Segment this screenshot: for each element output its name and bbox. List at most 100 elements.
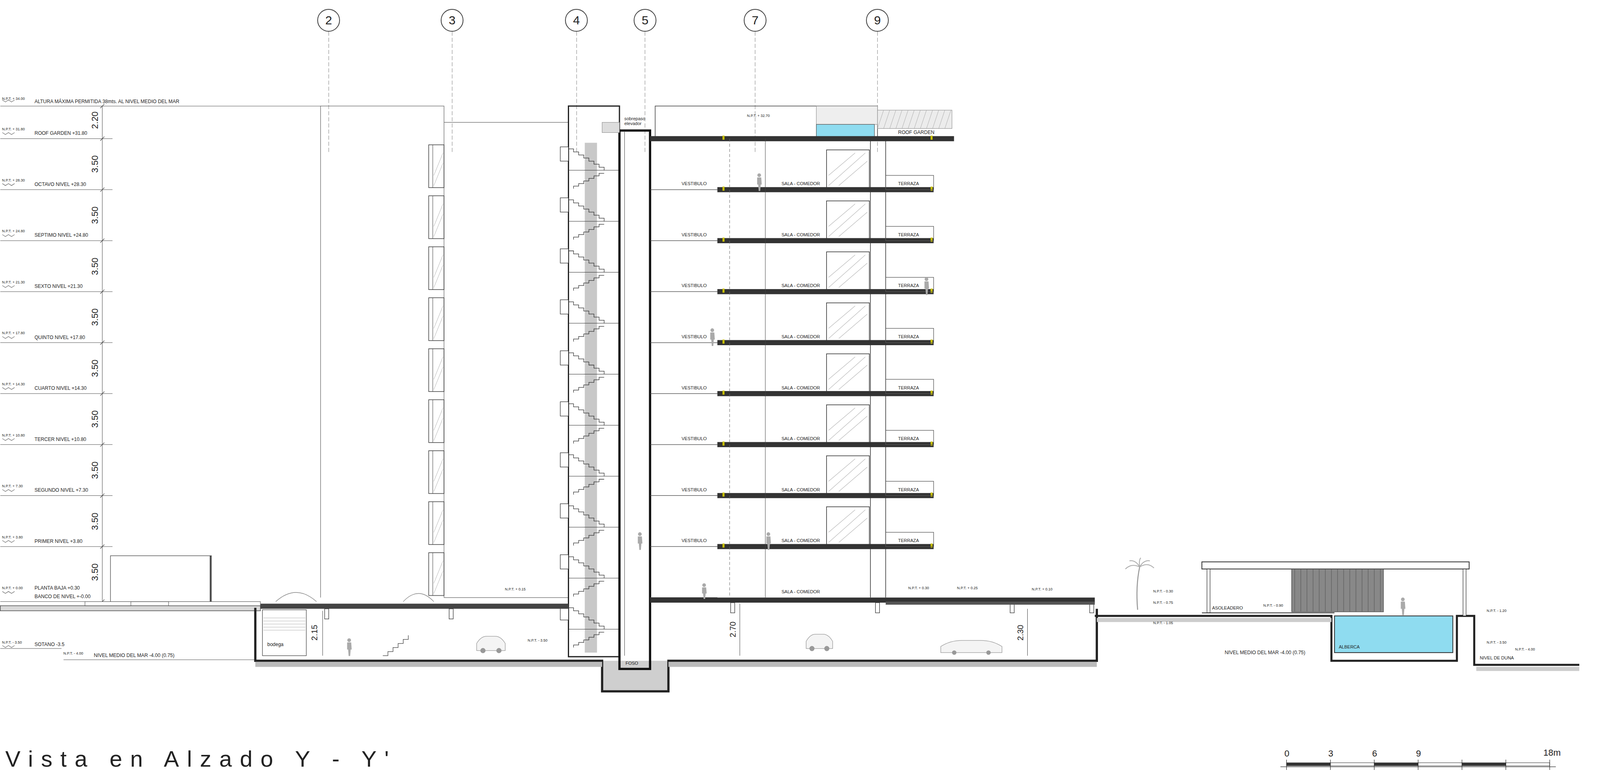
window-frame: [432, 348, 434, 392]
edge-mark: [722, 135, 725, 140]
edge-mark: [722, 186, 725, 191]
edge-mark: [722, 288, 725, 293]
glass-hatch: [433, 316, 444, 339]
stair-landing: [560, 452, 569, 468]
car-wheel: [809, 646, 815, 652]
drawing-title: Vista en Alzado Y - Y': [5, 746, 397, 772]
curb: [168, 601, 261, 607]
dimension-tick: [100, 238, 105, 243]
stair-flight: [568, 556, 605, 579]
louver: [1331, 569, 1332, 612]
level-symbol: [2, 285, 15, 288]
annotation-label: VESTIBULO: [681, 436, 707, 442]
dimension-value: 2.15: [309, 625, 319, 641]
facade-outline: [443, 122, 569, 123]
floor-line: [649, 444, 718, 445]
railing-hatch: [920, 110, 927, 129]
roof-parapet: [601, 122, 620, 133]
louver: [1294, 569, 1295, 612]
edge-mark: [722, 390, 725, 395]
pool: [1334, 616, 1453, 653]
glass-hatch: [828, 203, 856, 227]
stair-flight: [573, 377, 605, 393]
glass-hatch: [433, 357, 444, 380]
stair-flight: [568, 352, 605, 375]
grid-bubble: 5: [633, 8, 657, 32]
louver: [1325, 569, 1326, 612]
edge-mark: [930, 441, 933, 446]
bodega-shelf: [263, 621, 306, 622]
annotation-label: ROOF GARDEN: [898, 129, 935, 136]
glass-hatch: [828, 305, 856, 329]
railing-hatch: [932, 110, 939, 129]
terrace-railing: [885, 328, 934, 343]
glass-hatch: [838, 416, 868, 441]
dimension-tick: [100, 442, 105, 447]
annotation-label: VESTIBULO: [681, 487, 707, 493]
louver: [1349, 569, 1351, 612]
stair-flight: [573, 326, 605, 343]
window: [428, 195, 444, 239]
pool-house-roof: [1201, 562, 1470, 570]
grid-number: 2: [325, 13, 333, 28]
level-symbol: [2, 438, 15, 441]
grid-bubble: 3: [440, 8, 464, 32]
level-leader: [63, 659, 256, 661]
stair-landing: [560, 350, 569, 366]
person-figure: [637, 536, 643, 550]
scale-bar-segment: [1374, 762, 1419, 767]
dimension-tick: [100, 103, 105, 109]
louver: [1380, 569, 1381, 612]
annotation-label: ALTURA MÁXIMA PERMITIDA 38mts. AL NIVEL …: [34, 99, 180, 105]
grid-bubble: 2: [317, 8, 340, 32]
person-figure: [347, 638, 351, 643]
annotation-label: N.P.T. - 1.20: [1486, 609, 1507, 614]
annotation-label: NIVEL MEDIO DEL MAR -4.00 (0.75): [93, 653, 175, 659]
level-leader: [0, 291, 113, 293]
person-figure: [710, 328, 715, 333]
louver: [1361, 569, 1363, 612]
dimension-value: 3.50: [90, 461, 100, 480]
roof-slab: [649, 136, 954, 142]
person-figure: [1400, 601, 1406, 616]
dimension-value: 2.70: [728, 621, 738, 638]
level-symbol: [2, 540, 15, 543]
edge-mark: [930, 237, 933, 242]
louver: [1355, 569, 1357, 612]
glass-hatch: [828, 305, 866, 339]
sliding-door: [826, 506, 870, 546]
ground-band: [0, 606, 261, 612]
dimension-tick: [100, 544, 105, 549]
floor-line: [649, 342, 718, 343]
stair-rail: [568, 323, 620, 324]
annotation-label: VESTIBULO: [681, 385, 707, 391]
dimension-tick: [100, 340, 105, 345]
glass-hatch: [433, 367, 444, 390]
glass-hatch: [828, 458, 866, 492]
annotation-label: SALA - COMEDOR: [781, 589, 821, 595]
louver: [1300, 569, 1302, 612]
level-symbol: [2, 387, 15, 390]
column: [449, 608, 454, 620]
partition-wall: [729, 138, 730, 598]
level-leader: [0, 495, 113, 496]
palm-fronds: [1125, 558, 1154, 570]
column: [1463, 569, 1467, 617]
mound: [403, 593, 434, 602]
annotation-label: N.P.T. - 1.05: [1153, 621, 1174, 626]
bodega-shelf: [263, 623, 306, 625]
louver: [1318, 569, 1320, 612]
level-leader: [0, 138, 113, 139]
annotation-label: TERRAZA: [898, 487, 919, 493]
annotation-label: N.P.T. - 3.50: [527, 638, 548, 644]
grid-number: 3: [448, 13, 456, 28]
stair-landing: [560, 197, 569, 213]
terrain-band: [1096, 618, 1332, 623]
exterior-slab: [885, 601, 1095, 606]
terrain-line: [1094, 616, 1580, 666]
stair-flight: [568, 608, 605, 630]
dimension-value: 3.50: [90, 513, 100, 531]
edge-mark: [930, 339, 933, 344]
annotation-label: N.P.T. - 0.75: [1153, 601, 1174, 606]
